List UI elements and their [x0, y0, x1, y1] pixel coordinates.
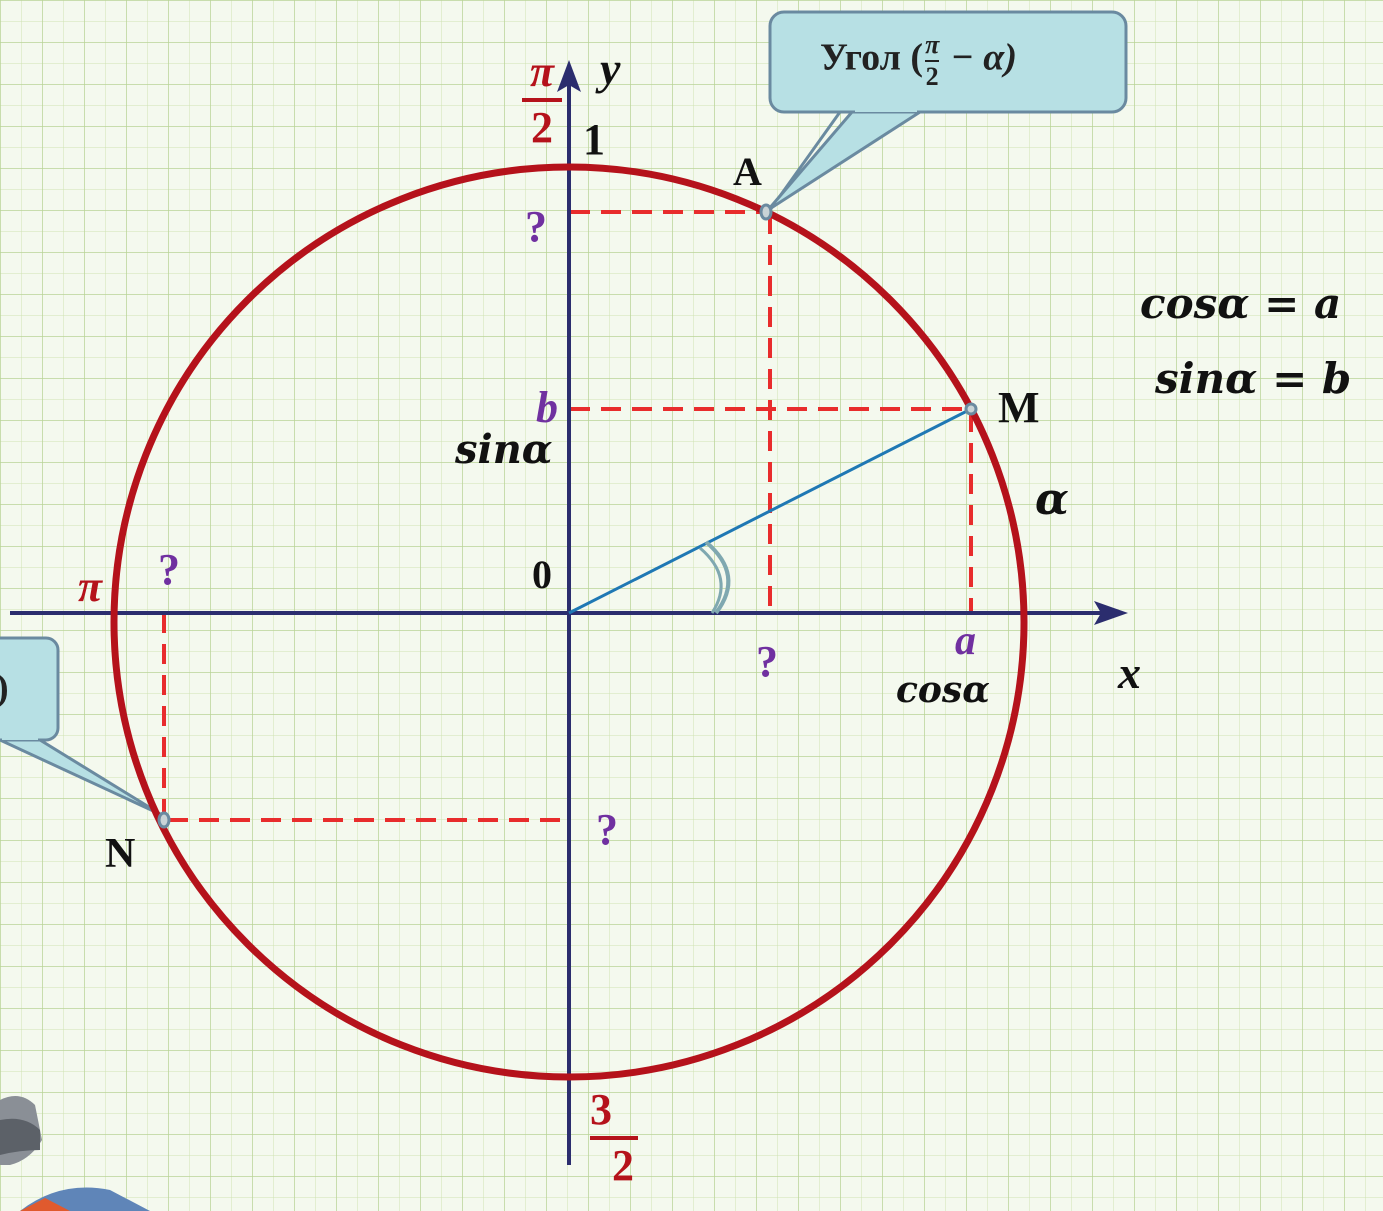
y-axis-arrow: [557, 60, 581, 92]
alpha-label: α: [1035, 474, 1069, 525]
decorative-figure: [0, 1096, 150, 1211]
pi-half-label: π 2: [522, 50, 562, 150]
question-n-sin: ?: [596, 805, 618, 854]
point-n-label: N: [105, 831, 136, 877]
point-a-marker: [759, 203, 773, 221]
one-label: 1: [583, 115, 605, 164]
three-pi-half-denominator: 2: [612, 1141, 634, 1188]
projection-lines: [162, 210, 973, 822]
y-axis-label: y: [600, 43, 621, 94]
angle-arc-inner: [699, 546, 723, 614]
pi-half-denominator: 2: [531, 103, 553, 152]
axes: [10, 60, 1128, 1165]
origin-label: 0: [532, 552, 552, 597]
three-pi-half-label: 3 2: [590, 1088, 638, 1188]
b-label: b: [536, 383, 558, 432]
formula-sin: sinα = b: [1155, 354, 1352, 403]
question-a-sin: ?: [525, 202, 547, 251]
x-axis-arrow: [1094, 601, 1128, 625]
question-a-cos: ?: [756, 637, 778, 686]
point-a-label: A: [733, 149, 762, 194]
radius-om: [568, 407, 972, 615]
angle-arc: [704, 540, 731, 615]
pi-label: π: [78, 562, 103, 611]
unit-circle: [110, 163, 1028, 1081]
question-n-cos: ?: [158, 545, 180, 594]
point-m-label: M: [998, 383, 1040, 432]
callout-a-frac-den: 2: [925, 62, 939, 91]
callout-a-prefix: Угол (: [820, 36, 924, 79]
cos-alpha-axis-label: cosα: [896, 669, 990, 711]
point-m-marker: [964, 402, 978, 416]
pi-half-numerator: π: [529, 47, 555, 96]
three-pi-half-numerator: 3: [590, 1088, 612, 1134]
callout-a-frac-num: π: [925, 30, 940, 59]
a-label: a: [955, 618, 976, 664]
formula-cos: cosα = a: [1140, 279, 1342, 328]
sin-alpha-axis-label: sinα: [455, 426, 553, 473]
callout-a: [766, 10, 1128, 212]
callout-a-suffix: − α): [941, 36, 1017, 79]
callout-n-text: ): [0, 666, 9, 710]
points: [157, 203, 978, 829]
point-n-marker: [157, 811, 171, 829]
callout-n: [0, 636, 163, 817]
x-axis-label: x: [1118, 647, 1141, 698]
